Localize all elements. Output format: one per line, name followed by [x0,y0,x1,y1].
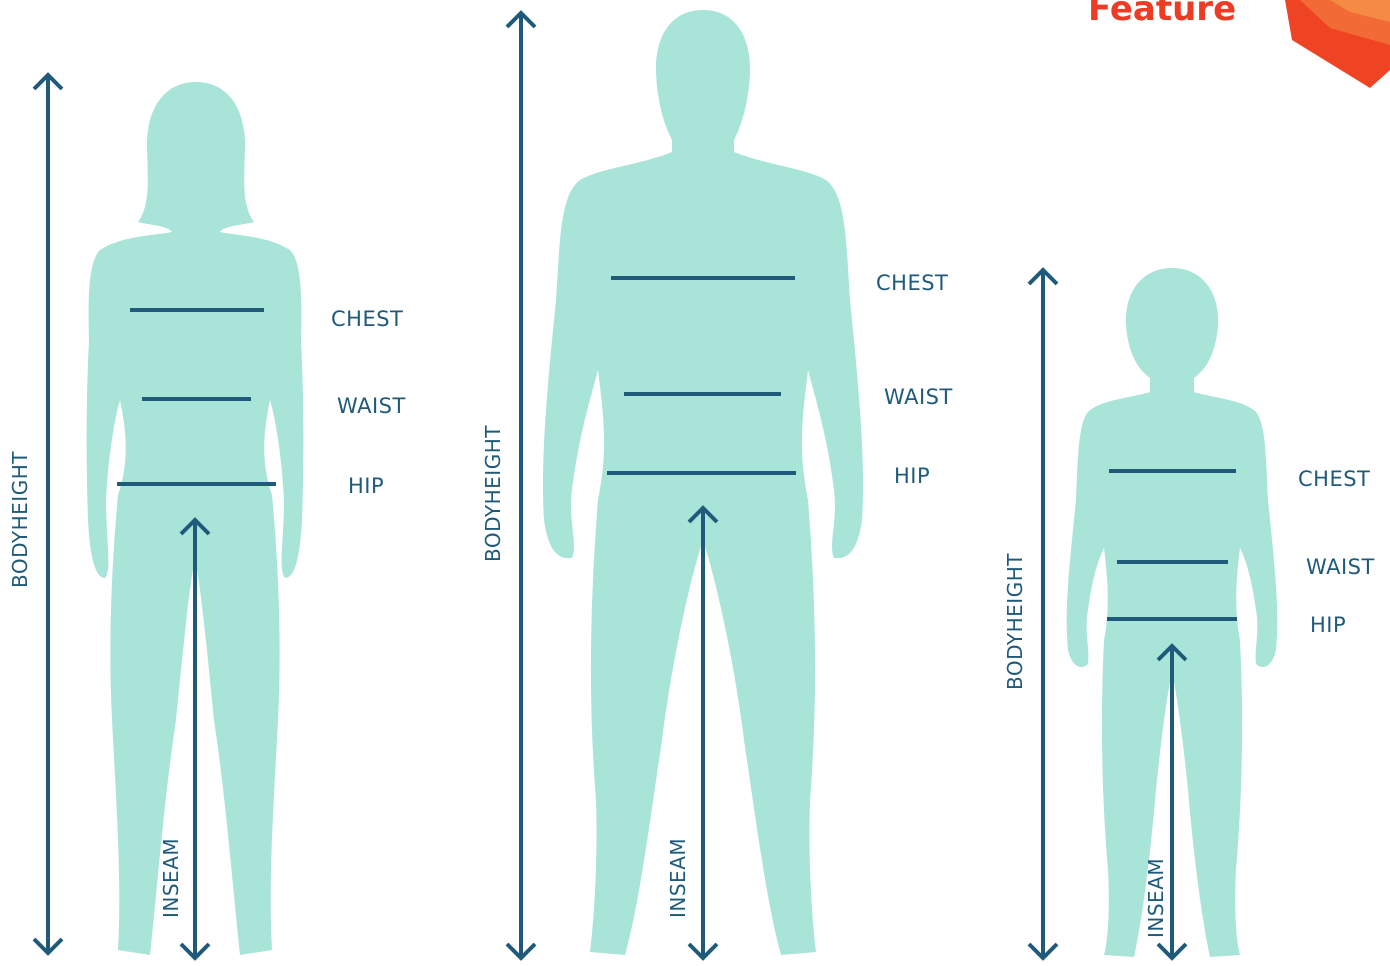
woman-chest-label: CHEST [331,309,403,330]
child-hip-label: HIP [1310,615,1346,636]
man-figure [507,10,863,958]
woman-hip-label: HIP [348,476,384,497]
feature-badge-icon [1285,0,1390,88]
feature-tag: Feature [1088,0,1236,26]
woman-bodyheight-label: BODYHEIGHT [10,451,30,588]
man-bodyheight-label: BODYHEIGHT [483,425,503,562]
woman-figure [34,75,303,958]
child-inseam-label: INSEAM [1146,858,1166,938]
child-bodyheight-arrow [1029,270,1057,958]
man-waist-label: WAIST [884,387,953,408]
man-inseam-arrow [689,508,717,958]
child-chest-label: CHEST [1298,469,1370,490]
child-figure [1029,268,1277,958]
woman-waist-label: WAIST [337,396,406,417]
woman-inseam-label: INSEAM [161,838,181,918]
man-chest-label: CHEST [876,273,948,294]
man-bodyheight-arrow [507,13,535,958]
man-inseam-label: INSEAM [668,838,688,918]
woman-bodyheight-arrow [34,75,62,953]
child-waist-label: WAIST [1306,557,1375,578]
child-bodyheight-label: BODYHEIGHT [1005,553,1025,690]
man-hip-label: HIP [894,466,930,487]
